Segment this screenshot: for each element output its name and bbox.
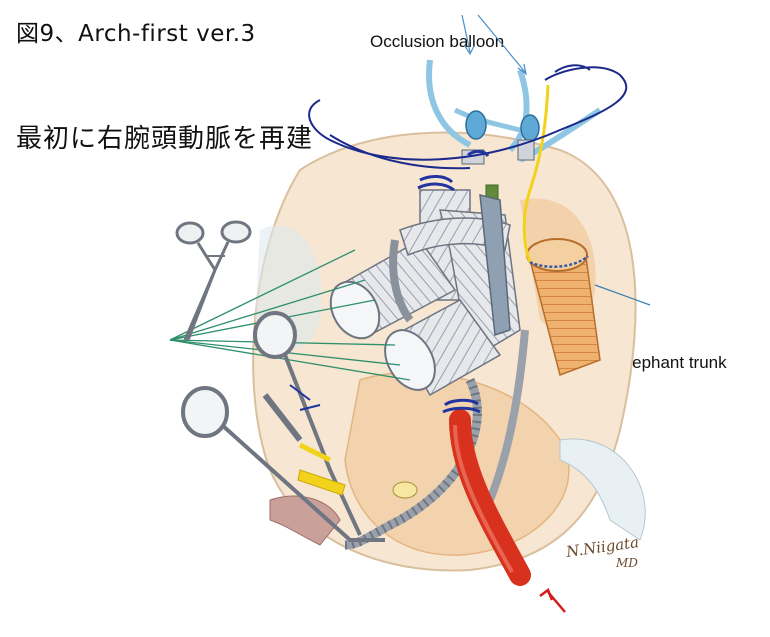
occlusion-balloon-label: Occlusion balloon [370, 32, 505, 51]
balloon-leader-line-2 [477, 14, 526, 73]
yellow-wire [522, 84, 550, 263]
elephant-trunk-label: Elephant trunk [617, 353, 727, 372]
yellow-markers [297, 442, 418, 499]
hemostat-clamp-icon [175, 220, 252, 341]
figure-title: 図9、Arch-first ver.3 [16, 21, 256, 47]
artist-signature-suffix: MD [616, 556, 638, 570]
elephant-trunk-leader-line [594, 284, 651, 306]
snare-sutures [308, 64, 628, 170]
figure-subtitle: 最初に右腕頭動脈を再建 [16, 124, 314, 154]
elephant-trunk-graft [526, 238, 651, 376]
arterial-cannula [442, 398, 531, 586]
balloon-leader-line-1 [461, 14, 471, 53]
forceps-clamp-icon [181, 311, 385, 542]
occlusion-balloon-catheters [426, 14, 602, 165]
arrow-in-icon [539, 588, 566, 613]
branched-graft [329, 175, 521, 397]
